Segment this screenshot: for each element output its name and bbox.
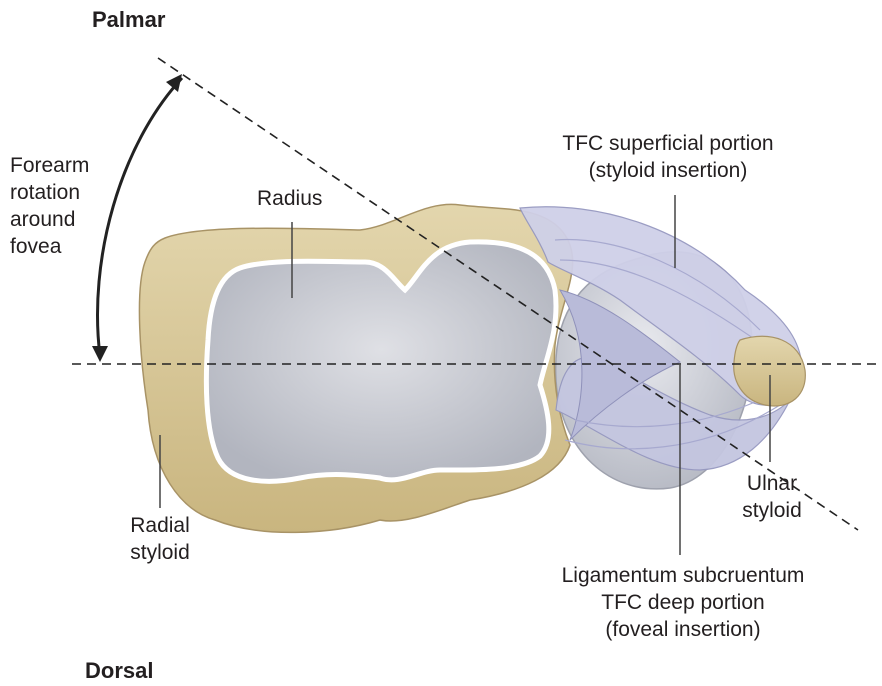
tfc-superficial-line-1: TFC superficial portion <box>538 130 798 157</box>
tfc-superficial-line-2: (styloid insertion) <box>538 157 798 184</box>
ulnar-styloid-label: Ulnar styloid <box>722 470 822 524</box>
tfc-superficial-label: TFC superficial portion (styloid inserti… <box>538 130 798 184</box>
tfc-deep-line-1: Ligamentum subcruentum <box>528 562 838 589</box>
radial-styloid-line-2: styloid <box>110 539 210 566</box>
palmar-label: Palmar <box>92 7 165 32</box>
tfc-deep-label: Ligamentum subcruentum TFC deep portion … <box>528 562 838 643</box>
forearm-rotation-line-2: rotation <box>10 179 89 206</box>
radial-styloid-label: Radial styloid <box>110 512 210 566</box>
radius-label: Radius <box>257 186 322 211</box>
forearm-rotation-label: Forearm rotation around fovea <box>10 152 89 260</box>
ulnar-styloid-line-2: styloid <box>722 497 822 524</box>
dorsal-label: Dorsal <box>85 658 153 683</box>
ulnar-styloid-line-1: Ulnar <box>722 470 822 497</box>
tfc-deep-line-3: (foveal insertion) <box>528 616 838 643</box>
radial-styloid-line-1: Radial <box>110 512 210 539</box>
forearm-rotation-line-3: around <box>10 206 89 233</box>
forearm-rotation-line-1: Forearm <box>10 152 89 179</box>
radius-bone <box>139 204 572 532</box>
forearm-rotation-line-4: fovea <box>10 233 89 260</box>
tfc-deep-line-2: TFC deep portion <box>528 589 838 616</box>
